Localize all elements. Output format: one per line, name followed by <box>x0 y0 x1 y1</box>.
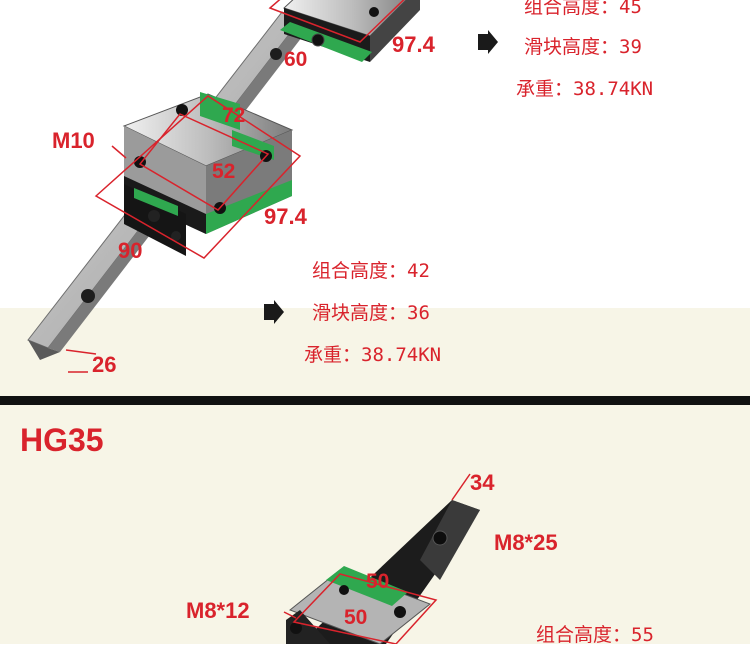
lower-block-height: 滑块高度：36 <box>312 302 430 324</box>
upper-load-rating: 承重：38.74KN <box>516 78 654 100</box>
lower-slider-block <box>65 92 302 373</box>
lower-dim-length: 97.4 <box>264 204 307 229</box>
lower-dim-width: 90 <box>118 238 143 263</box>
model-title: HG35 <box>20 422 104 458</box>
lower-dim-hole-y: 52 <box>212 160 236 183</box>
upper-assembly-height: 组合高度：45 <box>524 0 642 18</box>
lower-dim-hole-x: 72 <box>222 104 246 127</box>
upper-block-height: 滑块高度：39 <box>524 36 642 58</box>
hg35-rail-dim: 34 <box>470 470 495 495</box>
upper-slider-block <box>268 0 420 62</box>
upper-dim-length: 97.4 <box>392 32 435 57</box>
slider-block-hg35 <box>283 566 438 644</box>
lower-dim-thread: M10 <box>52 128 95 153</box>
hg35-dim-hole-x: 50 <box>366 570 390 593</box>
hg35-assembly-height: 组合高度：55 <box>536 624 654 646</box>
hg35-dim-hole-y: 50 <box>344 606 368 629</box>
arrow-right-icon <box>264 300 284 324</box>
lower-load-rating: 承重：38.74KN <box>304 344 442 366</box>
section-1-tint <box>0 308 750 396</box>
section-divider <box>0 396 750 405</box>
upper-dim-width: 60 <box>284 48 308 71</box>
rail-dim-width: 26 <box>92 352 117 377</box>
lower-assembly-height: 组合高度：42 <box>312 260 430 282</box>
arrow-right-icon <box>478 30 498 54</box>
hg35-dim-thread: M8*12 <box>186 598 250 623</box>
linear-guide-illustration-1 <box>27 0 420 373</box>
hg35-rail-bolt: M8*25 <box>494 530 558 555</box>
